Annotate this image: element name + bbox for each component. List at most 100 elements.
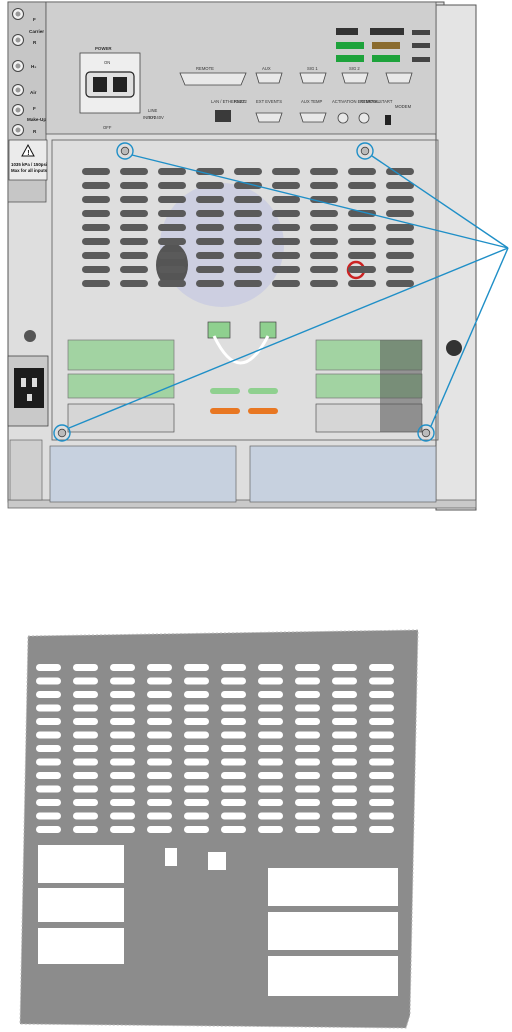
vent-slot: [258, 718, 283, 725]
green-led: [336, 42, 364, 49]
vent-slot: [147, 812, 172, 820]
vent-slot: [110, 812, 135, 820]
power-line-input: INPUT: [143, 115, 156, 120]
vent-slot: [234, 280, 262, 287]
vent-slot: [295, 677, 320, 685]
vent-slot: [184, 745, 209, 752]
vent-slot: [73, 718, 98, 725]
vent-slot: [386, 280, 414, 287]
vent-slot: [120, 196, 148, 203]
vent-slot: [110, 704, 135, 712]
connector-label: REMOTE: [196, 66, 214, 71]
vent-slot: [310, 238, 338, 245]
vent-slot: [221, 812, 246, 820]
connector-label: AUX: [262, 66, 271, 71]
vent-slot: [310, 168, 338, 175]
vent-slot: [120, 210, 148, 217]
vent-slot: [234, 238, 262, 245]
vent-slot: [386, 238, 414, 245]
vent-slot: [36, 772, 61, 779]
callout-circle: [116, 142, 134, 160]
vent-slot: [36, 731, 61, 739]
vent-slot: [272, 266, 300, 273]
pressure-warning-label: ! 1035 kPa / 150psi Max for all inputs: [8, 139, 48, 181]
vent-slot: [332, 731, 357, 739]
vent-slot: [36, 677, 61, 685]
callout-circle: [356, 142, 374, 160]
vent-slot: [73, 704, 98, 712]
vent-slot: [295, 664, 320, 671]
vent-slot: [184, 704, 209, 712]
screw-icon: [360, 146, 370, 156]
vent-slot: [110, 691, 135, 698]
vent-slot: [369, 704, 394, 712]
connector-label: EXT EVENTS: [256, 99, 282, 104]
vent-slot: [369, 785, 394, 793]
vent-slot: [158, 266, 186, 273]
vent-slot: [73, 799, 98, 806]
vent-slot: [310, 210, 338, 217]
vent-slot: [120, 252, 148, 259]
vent-slot: [73, 785, 98, 793]
vent-slot: [221, 745, 246, 752]
chassis-right-side: [435, 4, 477, 511]
vent-slot: [196, 280, 224, 287]
vent-slot: [369, 731, 394, 739]
chassis-bottom-ledge: [7, 499, 477, 509]
power-switch-on: ON: [104, 60, 110, 65]
connector-label: SIG 2: [349, 66, 360, 71]
vent-slot: [221, 691, 246, 698]
vent-slot: [73, 812, 98, 820]
vent-slot: [369, 664, 394, 671]
callout-leader: [68, 247, 509, 429]
screw-icon: [421, 428, 431, 438]
inlet-label: Carrier: [29, 29, 44, 34]
vent-slot: [369, 772, 394, 779]
vent-slot: [196, 196, 224, 203]
vent-slot: [36, 704, 61, 712]
connector-labels: REMOTE AUX SIG 1 SIG 2 LAN / ETHERNET RS…: [196, 66, 412, 109]
vent-slot: [369, 799, 394, 806]
vent-slot: [158, 210, 186, 217]
vent-slot: [332, 772, 357, 779]
vent-slot: [147, 826, 172, 833]
vent-slot: [386, 266, 414, 273]
gas-inlet-labels: F Carrier R H₂ Air F Make-Up R: [27, 17, 46, 134]
vent-slot: [82, 280, 110, 287]
vent-slot: [184, 718, 209, 725]
warning-text-line: Max for all inputs: [11, 168, 48, 173]
vent-slot: [184, 664, 209, 671]
vent-slot: [120, 266, 148, 273]
vent-slot: [221, 664, 246, 671]
vent-slot: [386, 210, 414, 217]
vent-slot: [73, 772, 98, 779]
vent-slot: [369, 758, 394, 766]
vent-slot: [332, 718, 357, 725]
warning-triangle-icon: [21, 143, 35, 157]
vent-slot: [184, 677, 209, 685]
vent-slot: [73, 731, 98, 739]
vent-slot: [158, 168, 186, 175]
vent-slot: [158, 224, 186, 231]
vent-slot: [110, 772, 135, 779]
vent-slot: [184, 785, 209, 793]
vent-slot: [234, 210, 262, 217]
power-inlet: [7, 355, 49, 427]
screws: [57, 146, 431, 438]
vent-slot: [386, 252, 414, 259]
power-line-input: 10-240V: [148, 115, 164, 120]
vent-slot: [258, 664, 283, 671]
vent-slot: [73, 664, 98, 671]
vent-slot: [272, 224, 300, 231]
vent-slot: [348, 224, 376, 231]
warning-text-line: 1035 kPa / 150psi: [11, 162, 47, 167]
vent-slot: [272, 238, 300, 245]
vent-slot: [120, 182, 148, 189]
vent-grille-plate: [51, 139, 439, 441]
vent-slot: [36, 691, 61, 698]
vent-slot: [110, 758, 135, 766]
vent-slot: [386, 224, 414, 231]
vent-slot: [348, 238, 376, 245]
vent-slot: [110, 799, 135, 806]
vent-slot: [158, 280, 186, 287]
